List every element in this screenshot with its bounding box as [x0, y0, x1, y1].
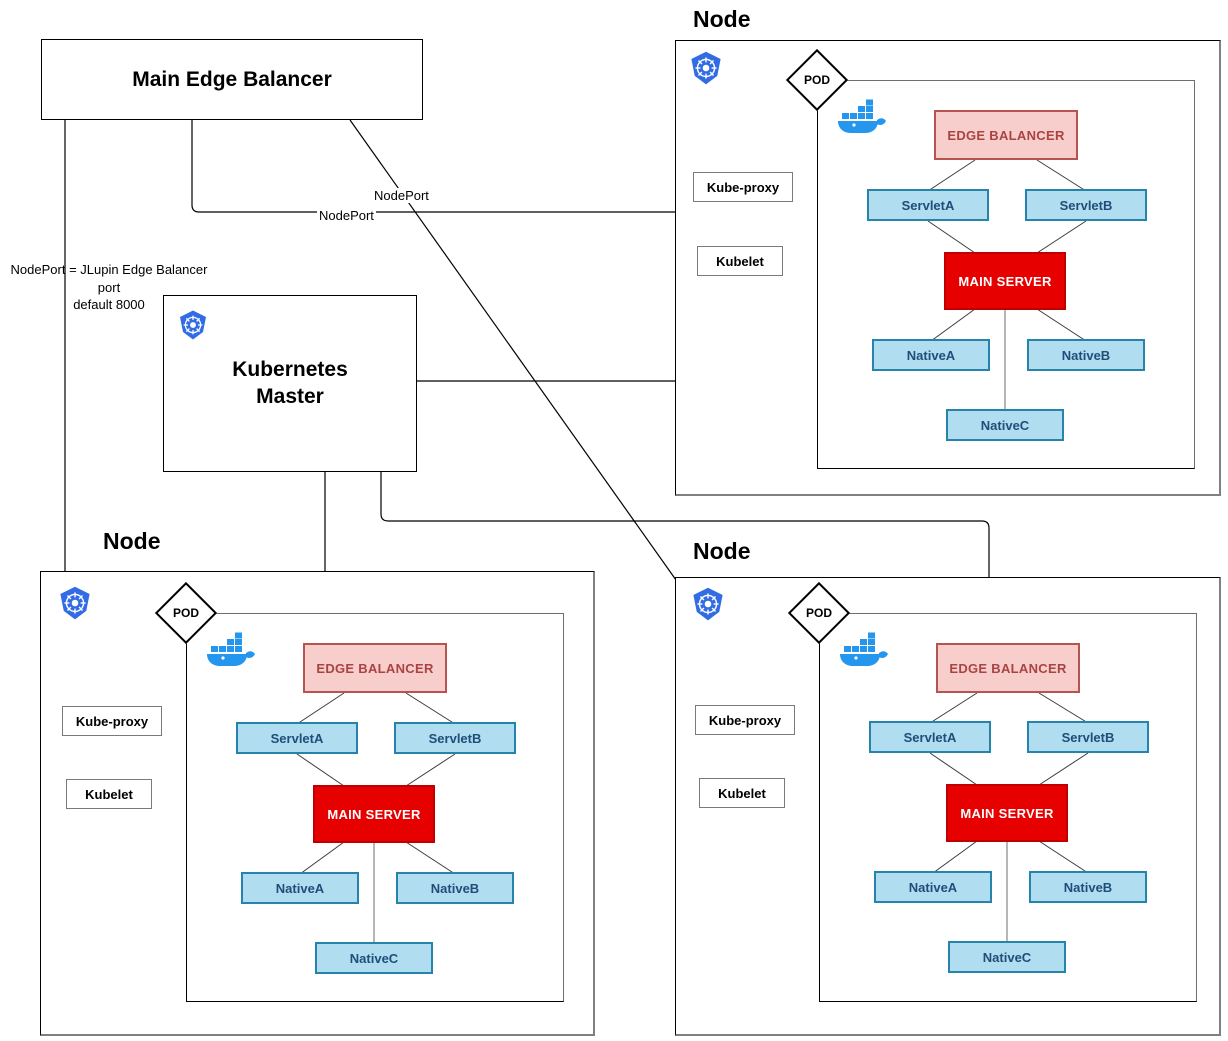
- main-server-box-top-right[interactable]: MAIN SERVER: [944, 252, 1066, 310]
- native-c-box-top-right[interactable]: NativeC: [946, 409, 1064, 441]
- native-b-label: NativeB: [430, 880, 480, 896]
- edge-balancer-label: EDGE BALANCER: [947, 127, 1065, 143]
- native-a-box-top-right[interactable]: NativeA: [872, 339, 990, 371]
- wire-label-nodeport-2: NodePort: [317, 208, 376, 223]
- servlet-a-box-bottom-left[interactable]: ServletA: [236, 722, 358, 754]
- node-label-bottom-left: Node: [103, 528, 161, 554]
- main-server-box-bottom-left[interactable]: MAIN SERVER: [313, 785, 435, 843]
- pod-frame-top-right: [817, 80, 1195, 469]
- kube-proxy-box[interactable]: Kube-proxy: [695, 705, 795, 735]
- servlet-a-label: ServletA: [270, 730, 324, 746]
- kubernetes-master-box[interactable]: Kubernetes Master: [163, 295, 417, 472]
- kubernetes-icon: [57, 585, 93, 621]
- servlet-b-label: ServletB: [1061, 729, 1115, 745]
- native-b-box-bottom-right[interactable]: NativeB: [1029, 871, 1147, 903]
- native-a-label: NativeA: [275, 880, 325, 896]
- servlet-a-box-top-right[interactable]: ServletA: [867, 189, 989, 221]
- native-b-label: NativeB: [1063, 879, 1113, 895]
- kube-proxy-label: Kube-proxy: [706, 179, 780, 195]
- kube-proxy-box[interactable]: Kube-proxy: [62, 706, 162, 736]
- node-label-top-right: Node: [693, 6, 751, 32]
- edge-balancer-box-bottom-left[interactable]: EDGE BALANCER: [303, 643, 447, 693]
- kubernetes-icon: [688, 50, 724, 86]
- main-server-box-bottom-right[interactable]: MAIN SERVER: [946, 784, 1068, 842]
- servlet-b-label: ServletB: [428, 730, 482, 746]
- native-c-label: NativeC: [982, 949, 1032, 965]
- nodeport-caption-line2: default 8000: [73, 297, 145, 313]
- native-c-box-bottom-left[interactable]: NativeC: [315, 942, 433, 974]
- servlet-b-box-bottom-left[interactable]: ServletB: [394, 722, 516, 754]
- edge-balancer-label: EDGE BALANCER: [949, 660, 1067, 676]
- servlet-b-box-top-right[interactable]: ServletB: [1025, 189, 1147, 221]
- native-b-label: NativeB: [1061, 347, 1111, 363]
- kubelet-label: Kubelet: [718, 785, 766, 801]
- native-a-label: NativeA: [906, 347, 956, 363]
- kubelet-label: Kubelet: [85, 786, 133, 802]
- edge-balancer-box-bottom-right[interactable]: EDGE BALANCER: [936, 643, 1080, 693]
- native-b-box-top-right[interactable]: NativeB: [1027, 339, 1145, 371]
- kubernetes-master-label: Kubernetes Master: [232, 358, 348, 408]
- servlet-b-label: ServletB: [1059, 197, 1113, 213]
- kube-proxy-label: Kube-proxy: [75, 713, 149, 729]
- kubelet-box[interactable]: Kubelet: [697, 246, 783, 276]
- pod-diamond-bottom-left[interactable]: POD: [154, 581, 218, 645]
- pod-frame-bottom-right: [819, 613, 1197, 1002]
- wire-label-nodeport-1: NodePort: [372, 188, 431, 203]
- main-server-label: MAIN SERVER: [958, 273, 1052, 289]
- pod-label: POD: [805, 606, 832, 620]
- native-a-label: NativeA: [908, 879, 958, 895]
- servlet-b-box-bottom-right[interactable]: ServletB: [1027, 721, 1149, 753]
- servlet-a-label: ServletA: [903, 729, 957, 745]
- native-c-box-bottom-right[interactable]: NativeC: [948, 941, 1066, 973]
- pod-diamond-bottom-right[interactable]: POD: [787, 581, 851, 645]
- kube-proxy-label: Kube-proxy: [708, 712, 782, 728]
- pod-diamond-top-right[interactable]: POD: [785, 48, 849, 112]
- pod-label: POD: [803, 73, 830, 87]
- edge-balancer-label: EDGE BALANCER: [316, 660, 434, 676]
- nodeport-caption: NodePort = JLupin Edge Balancer port def…: [0, 261, 218, 314]
- kubelet-box[interactable]: Kubelet: [66, 779, 152, 809]
- kubelet-label: Kubelet: [716, 253, 764, 269]
- native-b-box-bottom-left[interactable]: NativeB: [396, 872, 514, 904]
- main-edge-balancer-box[interactable]: Main Edge Balancer: [41, 39, 423, 120]
- servlet-a-box-bottom-right[interactable]: ServletA: [869, 721, 991, 753]
- pod-frame-bottom-left: [186, 613, 564, 1002]
- edge-balancer-box-top-right[interactable]: EDGE BALANCER: [934, 110, 1078, 160]
- pod-label: POD: [172, 606, 199, 620]
- native-c-label: NativeC: [980, 417, 1030, 433]
- servlet-a-label: ServletA: [901, 197, 955, 213]
- kube-proxy-box[interactable]: Kube-proxy: [693, 172, 793, 202]
- main-server-label: MAIN SERVER: [327, 806, 421, 822]
- docker-whale-icon: [836, 98, 886, 136]
- kubernetes-icon: [690, 586, 726, 622]
- main-server-label: MAIN SERVER: [960, 805, 1054, 821]
- docker-whale-icon: [838, 631, 888, 669]
- nodeport-caption-line1: NodePort = JLupin Edge Balancer port: [10, 262, 208, 295]
- kubelet-box[interactable]: Kubelet: [699, 778, 785, 808]
- main-edge-balancer-label: Main Edge Balancer: [132, 67, 332, 91]
- node-label-bottom-right: Node: [693, 538, 751, 564]
- docker-whale-icon: [205, 631, 255, 669]
- native-c-label: NativeC: [349, 950, 399, 966]
- native-a-box-bottom-left[interactable]: NativeA: [241, 872, 359, 904]
- native-a-box-bottom-right[interactable]: NativeA: [874, 871, 992, 903]
- kubernetes-icon: [177, 309, 209, 341]
